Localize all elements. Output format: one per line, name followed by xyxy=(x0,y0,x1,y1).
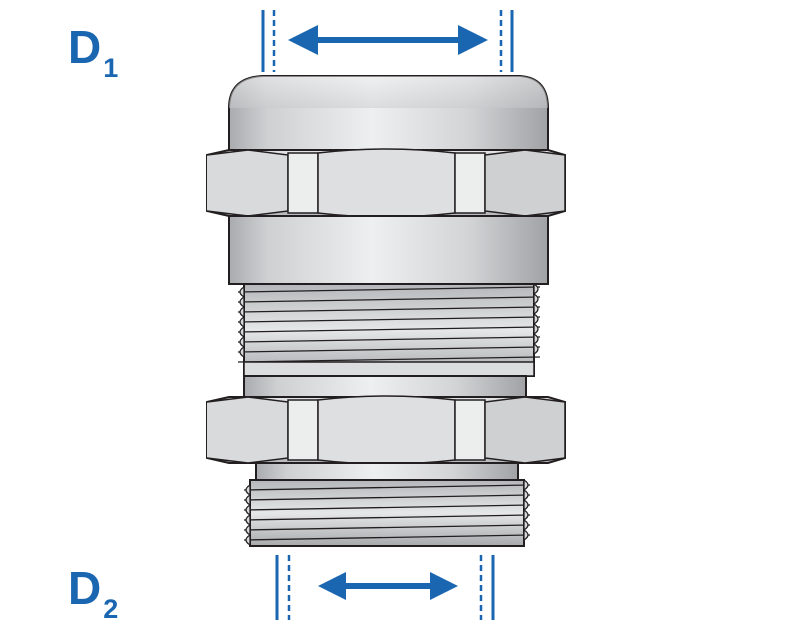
dome-cap xyxy=(228,75,549,153)
double-headed-arrow-icon xyxy=(288,25,488,55)
lower-hex-nut xyxy=(206,395,566,465)
d2-dimension xyxy=(275,555,495,620)
upper-hex-nut xyxy=(206,148,566,218)
double-headed-arrow-icon xyxy=(318,572,458,600)
d1-label-subscript: 1 xyxy=(103,53,119,83)
d1-label: D1 xyxy=(68,21,118,82)
d2-label-main: D xyxy=(68,562,102,614)
cap-body xyxy=(228,215,549,285)
d2-label-subscript: 2 xyxy=(103,594,119,624)
upper-thread xyxy=(237,282,541,377)
body-collar xyxy=(243,375,527,399)
d1-label-main: D xyxy=(68,21,102,73)
lower-thread xyxy=(243,462,531,547)
d1-dimension xyxy=(261,10,514,72)
d2-label: D2 xyxy=(68,562,118,623)
